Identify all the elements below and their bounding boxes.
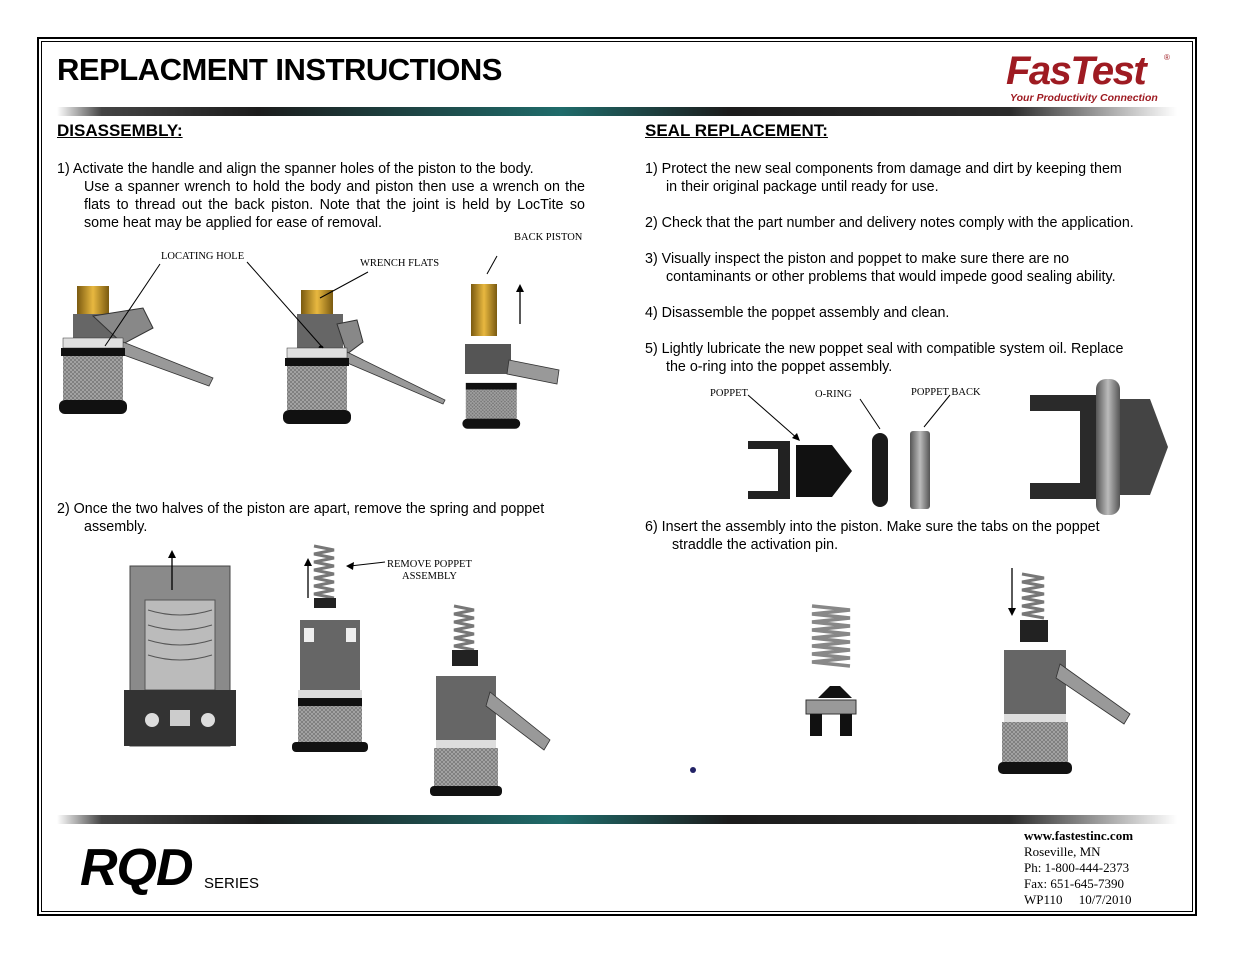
figure-disassembly-step-1 (58, 255, 560, 429)
seal-step-1-rest: in their original package until ready fo… (666, 179, 939, 195)
contact-phone: Ph: 1-800-444-2373 (1024, 860, 1130, 875)
figure-seal-parts (747, 379, 1168, 515)
label-remove-poppet-line1: REMOVE POPPET (387, 559, 472, 570)
header-divider (57, 107, 1177, 116)
seal-step-3-rest: contaminants or other problems that woul… (666, 269, 1116, 285)
label-o-ring: O-RING (815, 389, 852, 400)
label-remove-poppet-line2: ASSEMBLY (402, 571, 457, 582)
label-wrench-flats: WRENCH FLATS (360, 258, 440, 269)
poppet-part (748, 441, 852, 499)
logo-wordmark: FasTest (1006, 49, 1148, 93)
spring-and-poppet (805, 604, 857, 736)
seal-step-5: 5) Lightly lubricate the new poppet seal… (645, 340, 1185, 376)
contact-block: www.fastestinc.com Roseville, MN Ph: 1-8… (1024, 828, 1133, 908)
o-ring-part (872, 433, 888, 507)
label-poppet: POPPET (710, 388, 748, 399)
seal-step-6-rest: straddle the activation pin. (672, 537, 839, 553)
logo-tagline: Your Productivity Connection (1010, 92, 1158, 104)
seal-step-1-first: 1) Protect the new seal components from … (645, 161, 1122, 177)
disassembly-step-2-rest: assembly. (84, 519, 148, 535)
poppet-spring-assembly (292, 544, 368, 752)
footer-divider (57, 815, 1177, 824)
seal-step-5-first: 5) Lightly lubricate the new poppet seal… (645, 341, 1124, 357)
coupler-assembled-1 (58, 286, 214, 415)
cursor-origin-marker (690, 767, 696, 773)
disassembly-step-2: 2) Once the two halves of the piston are… (57, 500, 597, 536)
seal-step-1: 1) Protect the new seal components from … (645, 160, 1185, 196)
page-border-outer (37, 37, 1197, 916)
disassembly-step-2-first: 2) Once the two halves of the piston are… (57, 501, 545, 517)
contact-fax: Fax: 651-645-7390 (1024, 876, 1125, 891)
disassembly-step-1-rest: Use a spanner wrench to hold the body an… (84, 179, 585, 231)
poppet-assembled-part (1030, 379, 1168, 515)
page-border-inner (41, 41, 1193, 912)
seal-step-2: 2) Check that the part number and delive… (645, 215, 1134, 231)
seal-step-6: 6) Insert the assembly into the piston. … (645, 518, 1185, 554)
disassembly-step-1: 1) Activate the handle and align the spa… (57, 160, 585, 232)
series-suffix: SERIES (204, 875, 260, 892)
logo-registered-mark: ® (1164, 53, 1170, 62)
seal-step-5-rest: the o-ring into the poppet assembly. (666, 359, 893, 375)
seal-step-3-first: 3) Visually inspect the piston and poppe… (645, 251, 1070, 267)
disassembly-step-1-first: 1) Activate the handle and align the spa… (57, 161, 534, 177)
label-poppet-back: POPPET BACK (911, 387, 981, 398)
coupler-with-spring (430, 604, 551, 796)
website-link[interactable]: www.fastestinc.com (1024, 828, 1134, 843)
seal-step-6-first: 6) Insert the assembly into the piston. … (645, 519, 1100, 535)
contact-city: Roseville, MN (1024, 844, 1101, 859)
poppet-back-part (910, 431, 930, 509)
coupler-cutaway (124, 565, 236, 747)
document-id: WP110 10/7/2010 (1024, 892, 1132, 907)
coupler-reassembled (998, 572, 1131, 774)
figure-disassembly-step-2 (124, 544, 551, 796)
coupler-separated (462, 284, 560, 429)
fastest-logo: FasTest ® Your Productivity Connection (1006, 49, 1170, 104)
label-back-piston: BACK PISTON (514, 232, 583, 243)
seal-replacement-heading: SEAL REPLACEMENT: (645, 121, 828, 140)
coupler-assembled-2 (282, 290, 446, 425)
figure-seal-step-6 (690, 568, 1131, 774)
label-locating-hole: LOCATING HOLE (161, 251, 245, 262)
disassembly-heading: DISASSEMBLY: (57, 121, 183, 140)
series-name: RQD (80, 839, 194, 897)
page-title: REPLACMENT INSTRUCTIONS (57, 52, 502, 87)
seal-step-3: 3) Visually inspect the piston and poppe… (645, 250, 1185, 286)
seal-step-4: 4) Disassemble the poppet assembly and c… (645, 305, 950, 321)
